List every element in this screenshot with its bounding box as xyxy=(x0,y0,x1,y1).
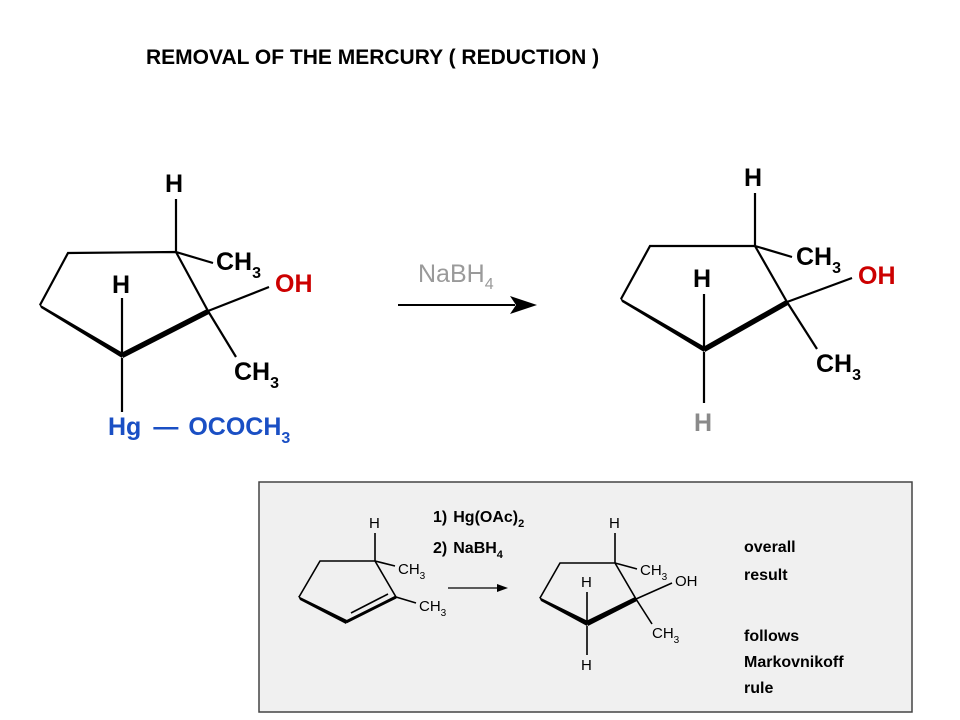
inset-arrow-head-icon xyxy=(497,584,508,592)
right-h-left-label: H xyxy=(693,265,711,293)
inset-product-bond-oh xyxy=(635,582,673,600)
left-ring-bonds xyxy=(39,250,209,312)
inset-reactant-ch3-upper-label: CH3 xyxy=(398,561,426,582)
note-markovnikoff-line1: follows xyxy=(744,628,799,645)
right-h-bottom-label: H xyxy=(694,409,712,437)
left-h-top-label: H xyxy=(165,170,183,198)
right-ring-bonds xyxy=(620,244,788,303)
reaction-arrow: NaBH4 xyxy=(398,260,537,314)
left-wedge-bond-left xyxy=(39,304,123,358)
right-bond-oh xyxy=(786,276,853,304)
inset-product-oh-label: OH xyxy=(675,573,698,590)
left-mercury-acetate-label: Hg—OCOCH3 xyxy=(108,413,290,447)
right-ch3-upper-label: CH3 xyxy=(796,243,841,277)
inset-product-h-bottom-label: H xyxy=(581,657,592,674)
note-markovnikoff-line2: Markovnikoff xyxy=(744,654,844,671)
inset-product-ch3-lower-label: CH3 xyxy=(652,625,680,646)
reagent-label: NaBH4 xyxy=(418,260,494,293)
right-h-top-label: H xyxy=(744,164,762,192)
page-title: REMOVAL OF THE MERCURY ( REDUCTION ) xyxy=(146,46,599,69)
right-bond-ch3-upper xyxy=(754,244,793,259)
inset-reactant: H CH3 CH3 xyxy=(298,515,447,624)
inset-reactant-wedge-bond xyxy=(298,596,347,624)
inset-product-ch3-upper-label: CH3 xyxy=(640,562,668,583)
left-oh-label: OH xyxy=(275,270,313,298)
inset-reactant-ch3-lower-label: CH3 xyxy=(419,598,447,619)
left-bond-oh xyxy=(207,285,270,313)
left-h-left-label: H xyxy=(112,271,130,299)
note-markovnikoff-line3: rule xyxy=(744,680,773,697)
inset-reactant-ring-bonds xyxy=(298,560,397,598)
inset-product: H CH3 OH H CH3 H xyxy=(539,515,698,674)
right-wedge-bond-right xyxy=(703,300,788,352)
inset-product-bond-ch3-upper xyxy=(614,562,638,570)
inset-reactant-double-bond-inner xyxy=(350,593,389,614)
inset-reactant-h-label: H xyxy=(369,515,380,532)
inset-reactant-bond-ch3-lower xyxy=(395,596,417,604)
right-oh-label: OH xyxy=(858,262,896,290)
inset-reactant-bond-ch3-upper xyxy=(374,560,396,567)
inset-product-h-top-label: H xyxy=(609,515,620,532)
left-bond-ch3-lower xyxy=(207,310,237,358)
right-bond-ch3-lower xyxy=(786,301,818,350)
inset-product-wedge-right xyxy=(586,597,637,626)
inset-reactant-double-bond xyxy=(345,595,397,624)
summary-inset: 1)Hg(OAc)2 2)NaBH4 H CH3 CH3 xyxy=(258,481,913,713)
summary-inset-frame xyxy=(258,481,913,713)
inset-product-h-left-label: H xyxy=(581,574,592,591)
inset-product-ring-bonds xyxy=(539,562,637,600)
inset-product-wedge-left xyxy=(539,597,588,626)
right-wedge-bond-left xyxy=(620,298,705,352)
left-molecule: H CH3 OH H CH3 Hg—OCOCH3 xyxy=(39,170,313,447)
left-wedge-bond-right xyxy=(121,309,209,358)
arrow-head-icon xyxy=(510,296,537,314)
inset-step-1: 1)Hg(OAc)2 xyxy=(433,509,524,530)
right-ch3-lower-label: CH3 xyxy=(816,350,861,384)
left-bond-ch3-upper xyxy=(175,250,214,265)
note-overall-line1: overall xyxy=(744,539,796,556)
left-ch3-upper-label: CH3 xyxy=(216,248,261,282)
right-molecule: H CH3 OH H CH3 H xyxy=(620,164,896,437)
inset-step-2: 2)NaBH4 xyxy=(433,540,504,561)
left-ch3-lower-label: CH3 xyxy=(234,358,279,392)
inset-product-bond-ch3-lower xyxy=(635,598,653,625)
note-overall-line2: result xyxy=(744,567,788,584)
